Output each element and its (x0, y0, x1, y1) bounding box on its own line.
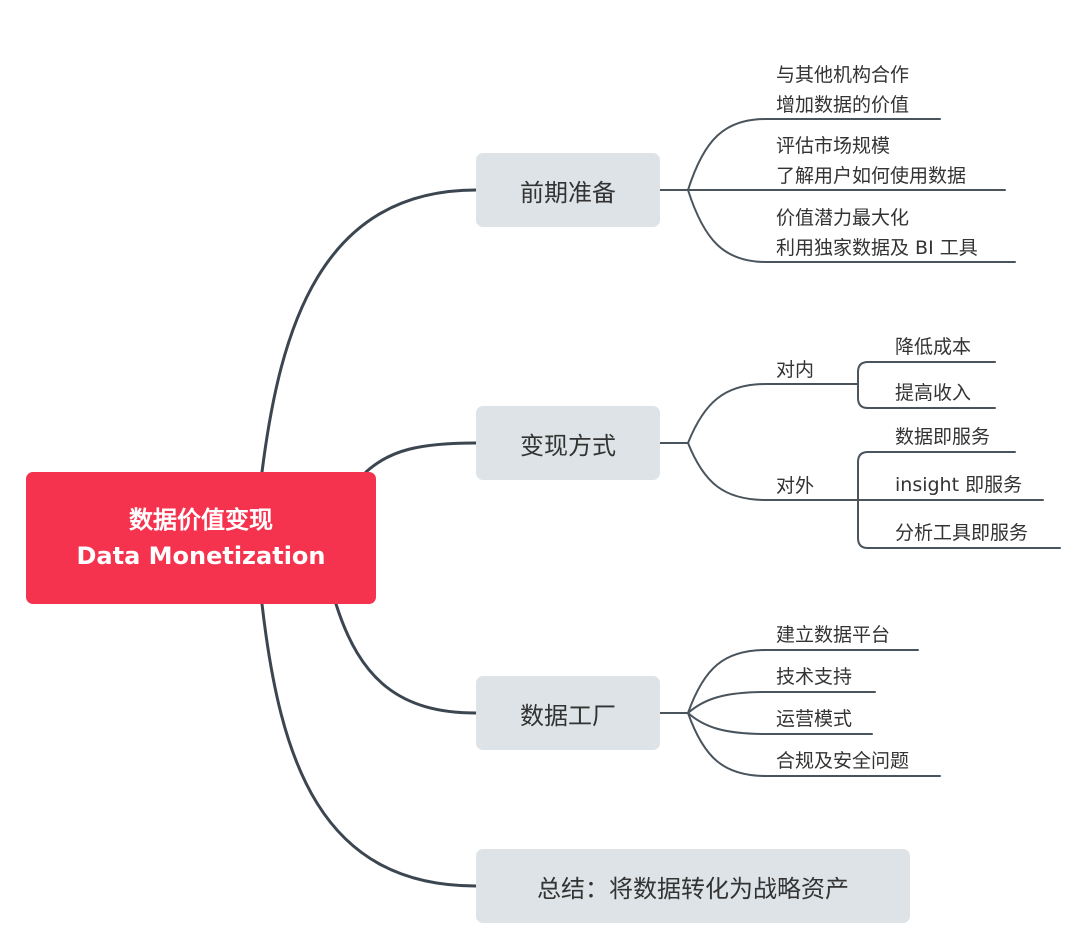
connector-factory-item-4 (687, 712, 941, 777)
internal-item-1[interactable]: 降低成本 (895, 336, 972, 358)
connector-root-factory (334, 602, 478, 715)
connector-factory-item-3 (687, 712, 873, 735)
root-title-en: Data Monetization (76, 542, 326, 570)
monetize-internal-label[interactable]: 对内 (776, 359, 815, 381)
connector-factory-item-2 (687, 691, 876, 714)
connector-root-prep (260, 188, 478, 474)
prep-item-2-line2: 了解用户如何使用数据 (776, 165, 967, 187)
connector-root-summary (260, 602, 478, 888)
prep-item-1[interactable]: 与其他机构合作 增加数据的价值 (776, 60, 909, 120)
factory-item-2[interactable]: 技术支持 (776, 666, 853, 688)
branch-summary[interactable]: 总结：将数据转化为战略资产 (476, 849, 910, 923)
connector-external-item-3 (857, 499, 1061, 549)
branch-prep[interactable]: 前期准备 (476, 153, 660, 227)
branch-factory-label: 数据工厂 (520, 701, 616, 730)
connector-internal-item-1 (857, 361, 996, 385)
prep-item-1-line2: 增加数据的价值 (776, 94, 910, 116)
prep-item-1-line1: 与其他机构合作 (776, 64, 910, 86)
branch-factory[interactable]: 数据工厂 (476, 676, 660, 750)
prep-item-3-line1: 价值潜力最大化 (776, 207, 910, 229)
connector-factory-item-1 (687, 649, 919, 714)
connector-monetize-external (687, 442, 859, 501)
internal-item-2[interactable]: 提高收入 (895, 382, 972, 404)
connector-internal-item-2 (857, 383, 996, 409)
prep-item-3-line2: 利用独家数据及 BI 工具 (776, 237, 978, 259)
factory-item-4[interactable]: 合规及安全问题 (776, 750, 910, 772)
external-item-2[interactable]: insight 即服务 (895, 474, 1023, 496)
prep-item-2[interactable]: 评估市场规模 了解用户如何使用数据 (776, 131, 966, 191)
external-item-3[interactable]: 分析工具即服务 (895, 522, 1029, 544)
monetize-external-label[interactable]: 对外 (776, 475, 815, 497)
branch-monetize[interactable]: 变现方式 (476, 406, 660, 480)
branch-summary-label: 总结：将数据转化为战略资产 (537, 874, 849, 903)
root-node[interactable]: 数据价值变现 Data Monetization (26, 472, 376, 604)
connector-external-item-1 (857, 451, 1016, 501)
connector-root-monetize (364, 441, 478, 474)
connector-monetize-internal (687, 383, 859, 444)
branch-monetize-label: 变现方式 (520, 431, 616, 460)
root-title-cn: 数据价值变现 (129, 506, 273, 534)
external-item-1[interactable]: 数据即服务 (895, 426, 991, 448)
connector-prep-item-1 (687, 118, 941, 191)
factory-item-3[interactable]: 运营模式 (776, 708, 853, 730)
prep-item-3[interactable]: 价值潜力最大化 利用独家数据及 BI 工具 (776, 203, 978, 263)
factory-item-1[interactable]: 建立数据平台 (776, 624, 891, 646)
connector-prep-item-3 (687, 189, 1016, 263)
prep-item-2-line1: 评估市场规模 (776, 135, 891, 157)
branch-prep-label: 前期准备 (520, 178, 616, 207)
